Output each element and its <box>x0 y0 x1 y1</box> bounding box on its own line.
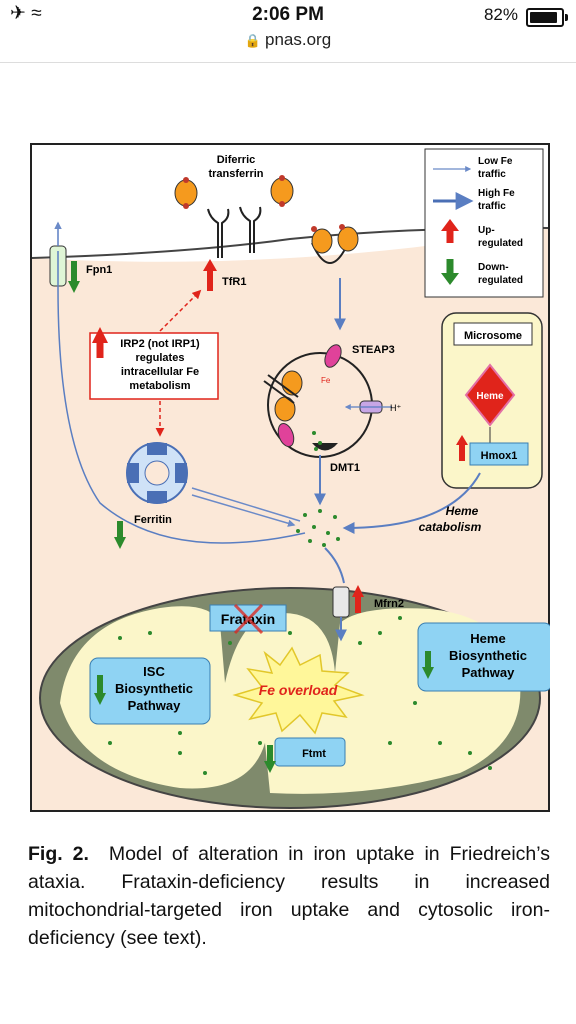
svg-text:metabolism: metabolism <box>129 380 190 392</box>
caption-text: Model of alteration in iron uptake in Fr… <box>28 843 551 949</box>
transferrin-icon <box>174 175 294 209</box>
heme-diamond <box>464 363 516 427</box>
endosome-iron-dots <box>312 431 322 451</box>
tfr1-receptors <box>207 206 262 258</box>
svg-text:regulated: regulated <box>478 238 523 249</box>
svg-text:catabolism: catabolism <box>419 520 482 534</box>
fe-overload-burst <box>232 646 365 735</box>
svg-text:ISC: ISC <box>143 664 165 679</box>
microsome-label: Microsome <box>464 330 522 342</box>
fe-overload-label: Fe overload <box>259 682 338 698</box>
legend-box <box>424 148 544 298</box>
heme-label: Heme <box>476 391 504 402</box>
ftmt-label: Ftmt <box>302 748 326 760</box>
svg-text:Biosynthetic: Biosynthetic <box>449 648 527 663</box>
diferric-label: Diferric <box>217 154 256 166</box>
svg-text:intracellular Fe: intracellular Fe <box>121 366 199 378</box>
clock: 2:06 PM <box>252 4 324 25</box>
ferritin-cage <box>126 442 188 504</box>
transferrin-label: transferrin <box>208 168 263 180</box>
frataxin-box <box>209 604 287 632</box>
fe-label: Fe <box>321 376 331 385</box>
mfrn2-label: Mfrn2 <box>374 598 404 610</box>
figure-label: Fig. 2. <box>28 843 89 865</box>
svg-text:regulated: regulated <box>478 275 523 286</box>
svg-text:regulates: regulates <box>136 352 185 364</box>
mito-iron-dots <box>98 616 492 775</box>
steap3-protein <box>324 344 342 368</box>
tfr1-label: TfR1 <box>222 276 246 288</box>
hplus-label: H⁺ <box>390 403 401 413</box>
svg-text:High Fe: High Fe <box>478 188 515 199</box>
url-divider <box>0 62 576 63</box>
url-text: pnas.org <box>265 30 332 49</box>
airplane-wifi-icons: ✈ ≈ <box>10 3 42 24</box>
lock-icon: 🔒 <box>244 33 261 48</box>
clathrin-pit <box>311 224 359 264</box>
battery-percent: 82% <box>483 5 518 24</box>
url-bar[interactable]: 🔒 pnas.org <box>0 30 576 60</box>
svg-text:traffic: traffic <box>478 201 506 212</box>
figure-caption: Fig. 2. Model of alteration in iron upta… <box>28 840 550 952</box>
hmox1-label: Hmox1 <box>481 450 518 462</box>
svg-text:Down-: Down- <box>478 262 509 273</box>
cytosolic-iron-pool <box>296 509 340 547</box>
fpn1-label: Fpn1 <box>86 264 112 276</box>
irp2-box <box>89 332 219 400</box>
hmox1-box <box>469 442 529 466</box>
isc-pathway-box <box>89 657 211 725</box>
heme-pathway-box <box>417 622 550 692</box>
svg-text:Pathway: Pathway <box>462 665 516 680</box>
dmt1-label: DMT1 <box>330 462 360 474</box>
svg-text:IRP2 (not IRP1): IRP2 (not IRP1) <box>120 338 200 350</box>
svg-text:Biosynthetic: Biosynthetic <box>115 681 193 696</box>
svg-text:traffic: traffic <box>478 169 506 180</box>
svg-text:Heme: Heme <box>470 631 505 646</box>
svg-text:Heme: Heme <box>446 504 479 518</box>
svg-text:Pathway: Pathway <box>128 698 182 713</box>
figure-diagram: Diferric transferrin Fpn1 TfR1 IRP2 (not… <box>30 143 550 812</box>
svg-text:Low Fe: Low Fe <box>478 156 513 167</box>
ferritin-label: Ferritin <box>134 514 172 526</box>
svg-text:Up-: Up- <box>478 225 495 236</box>
ftmt-box <box>274 737 346 767</box>
mfrn2-transporter <box>332 586 350 642</box>
battery-icon <box>526 8 568 27</box>
proton-pump <box>344 400 392 414</box>
steap3-label: STEAP3 <box>352 344 395 356</box>
status-bar: ✈ ≈ 2:06 PM 82% <box>0 0 576 30</box>
